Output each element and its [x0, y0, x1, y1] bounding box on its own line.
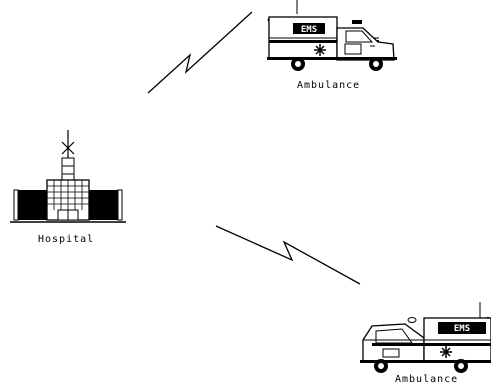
ambulance-icon: EMS	[267, 0, 397, 71]
wireless-link-icon	[215, 225, 361, 285]
hospital-icon	[10, 130, 126, 223]
hospital-label: Hospital	[38, 234, 95, 245]
wireless-link-icon	[147, 11, 253, 94]
ambulance-label: Ambulance	[395, 374, 459, 385]
ambulance-icon: EMS	[360, 302, 491, 373]
ambulance-sign: EMS	[301, 25, 317, 35]
ambulance-label: Ambulance	[297, 80, 361, 91]
ambulance-sign: EMS	[454, 324, 470, 334]
